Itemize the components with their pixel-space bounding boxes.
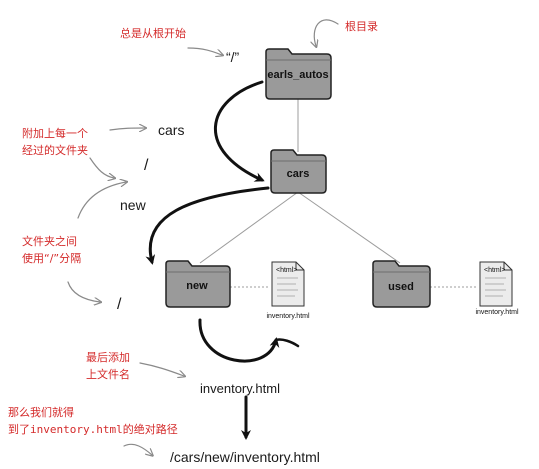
root-slash-label: “/”	[226, 49, 240, 65]
note-result-2: 到了inventory.html的绝对路径	[8, 422, 178, 436]
arrow-root-to-cars	[214, 80, 265, 182]
folder-label-used: used	[388, 281, 414, 293]
note-append-folder-2: 经过的文件夹	[22, 143, 88, 157]
arrow-cars-to-new	[145, 186, 270, 265]
arrow-new-to-file	[198, 318, 280, 363]
note-root-dir: 根目录	[345, 19, 378, 33]
note-add-filename-1: 最后添加	[86, 350, 130, 364]
folder-label-cars: cars	[287, 168, 310, 180]
folder-label-earls-autos: earls_autos	[267, 69, 328, 81]
note-always-from-root: 总是从根开始	[120, 26, 186, 40]
file-icon-used: <html> inventory.html	[475, 261, 519, 316]
note-append-folder-1: 附加上每一个	[22, 126, 88, 140]
slash-label-1: /	[144, 157, 149, 174]
sketch-arrows	[67, 19, 339, 455]
file-icon-new: <html> inventory.html	[266, 261, 310, 320]
cars-label: cars	[158, 122, 184, 138]
slash-label-2: /	[117, 296, 122, 313]
arrow-file-end-hook	[274, 338, 300, 348]
file-label-used: inventory.html	[475, 309, 518, 316]
folder-new: new	[165, 260, 231, 308]
filename-label: inventory.html	[200, 381, 280, 396]
folder-cars: cars	[270, 149, 327, 194]
folder-label-new: new	[186, 280, 208, 292]
new-label: new	[120, 197, 147, 213]
note-add-filename-2: 上文件名	[86, 367, 130, 381]
tree-connectors	[199, 98, 478, 288]
full-path-label: /cars/new/inventory.html	[170, 449, 320, 465]
note-result-1: 那么我们就得	[8, 405, 74, 419]
folder-earls-autos: earls_autos	[265, 48, 332, 100]
file-label-new: inventory.html	[266, 313, 309, 320]
note-separator-2: 使用“/”分隔	[22, 252, 81, 265]
file-icon-text: <html>	[484, 267, 505, 274]
note-separator-1: 文件夹之间	[22, 234, 77, 248]
file-icon-text: <html>	[276, 267, 297, 274]
folder-used: used	[372, 260, 431, 308]
path-arrows	[145, 80, 300, 440]
